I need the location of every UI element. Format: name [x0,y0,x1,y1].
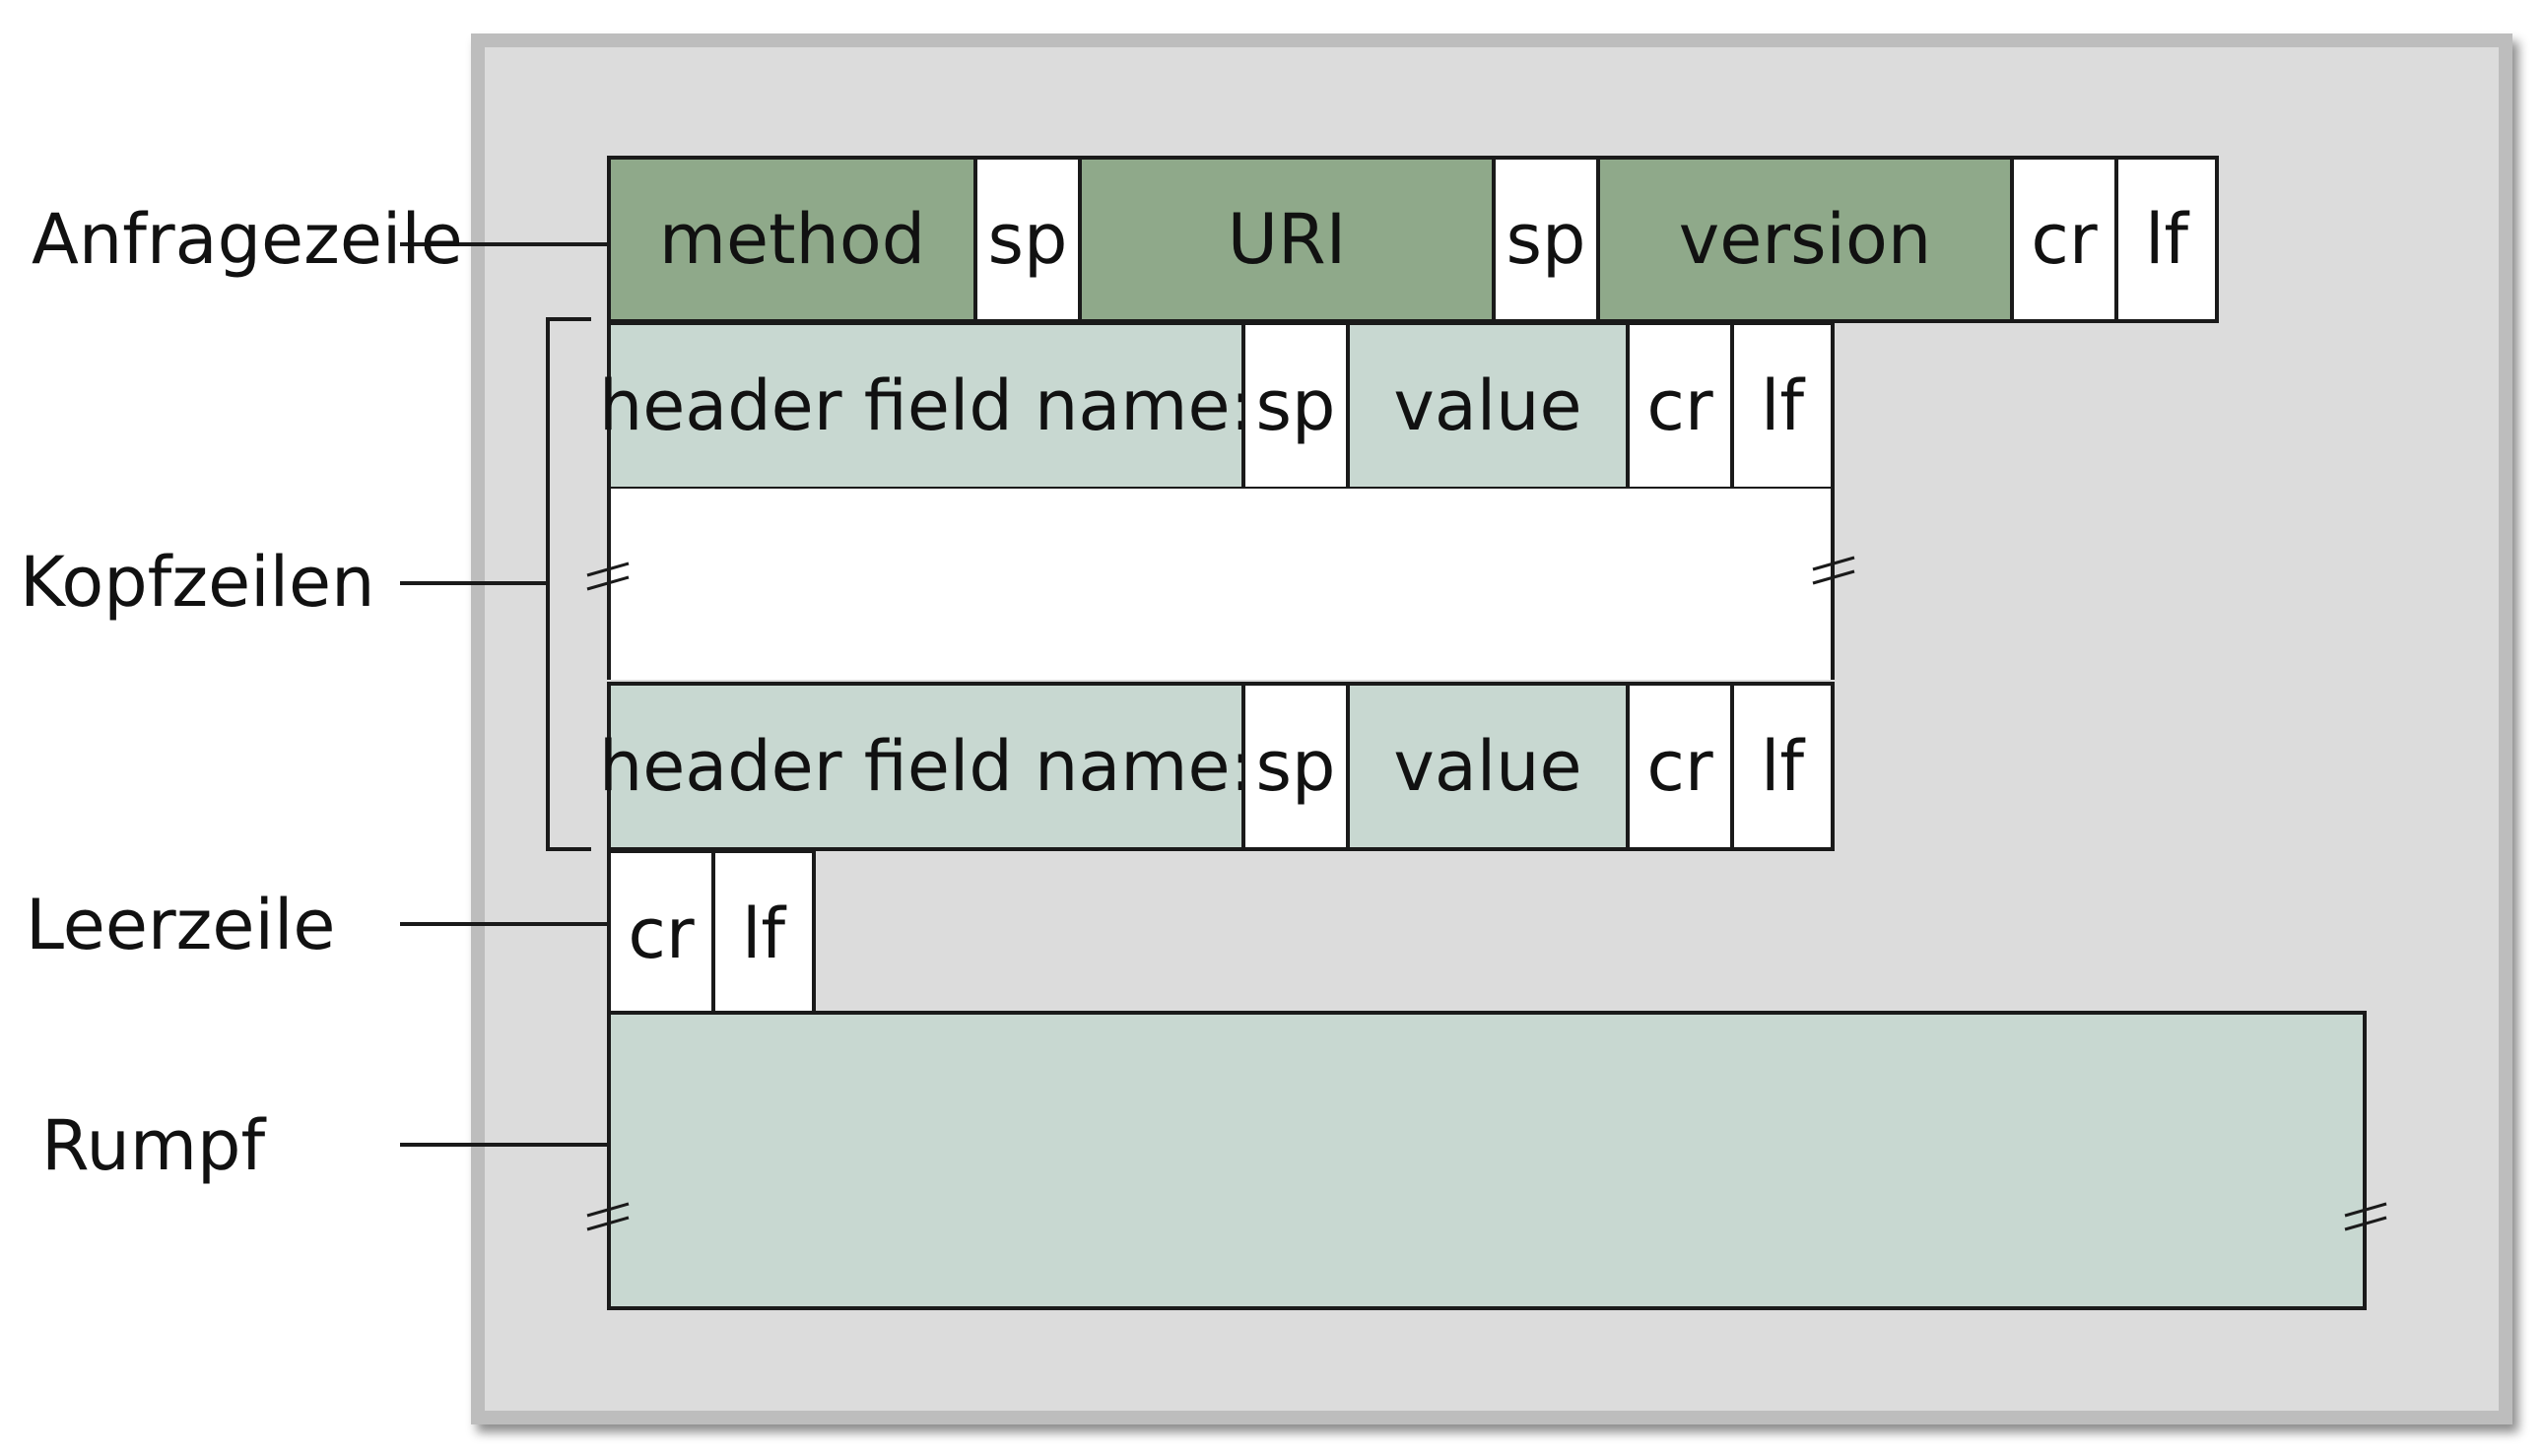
header-value-field: value [1346,321,1630,491]
carriage-return-field: cr [1626,682,1734,851]
break-mark [586,1202,630,1218]
break-mark [2344,1202,2387,1218]
break-mark [586,575,630,591]
header-value-field: value [1346,682,1630,851]
blank-line-label: Leerzeile [26,885,336,965]
line-feed-field: lf [1730,321,1835,491]
space-field: sp [1492,156,1600,323]
space-field: sp [973,156,1082,323]
header-field-name: header field name: [599,682,1253,851]
header-lines-label: Kopfzeilen [20,542,375,623]
body-area [607,1013,2367,1308]
carriage-return-field: cr [1626,321,1734,491]
omitted-headers-band [607,489,1835,680]
line-feed-field: lf [2114,156,2219,323]
space-field: sp [1241,682,1350,851]
request-line-label: Anfragezeile [32,199,463,280]
break-marks [586,556,2387,1231]
uri-field: URI [1078,156,1496,323]
body-label: Rumpf [41,1105,266,1186]
break-mark [2344,1216,2387,1231]
version-field: version [1596,156,2014,323]
break-mark [586,562,630,577]
header-lines-bracket [546,317,591,851]
carriage-return-field: cr [2010,156,2118,323]
space-field: sp [1241,321,1350,491]
line-feed-field: lf [1730,682,1835,851]
break-mark [586,1216,630,1231]
break-mark [1812,569,1855,585]
break-mark [1812,556,1855,571]
